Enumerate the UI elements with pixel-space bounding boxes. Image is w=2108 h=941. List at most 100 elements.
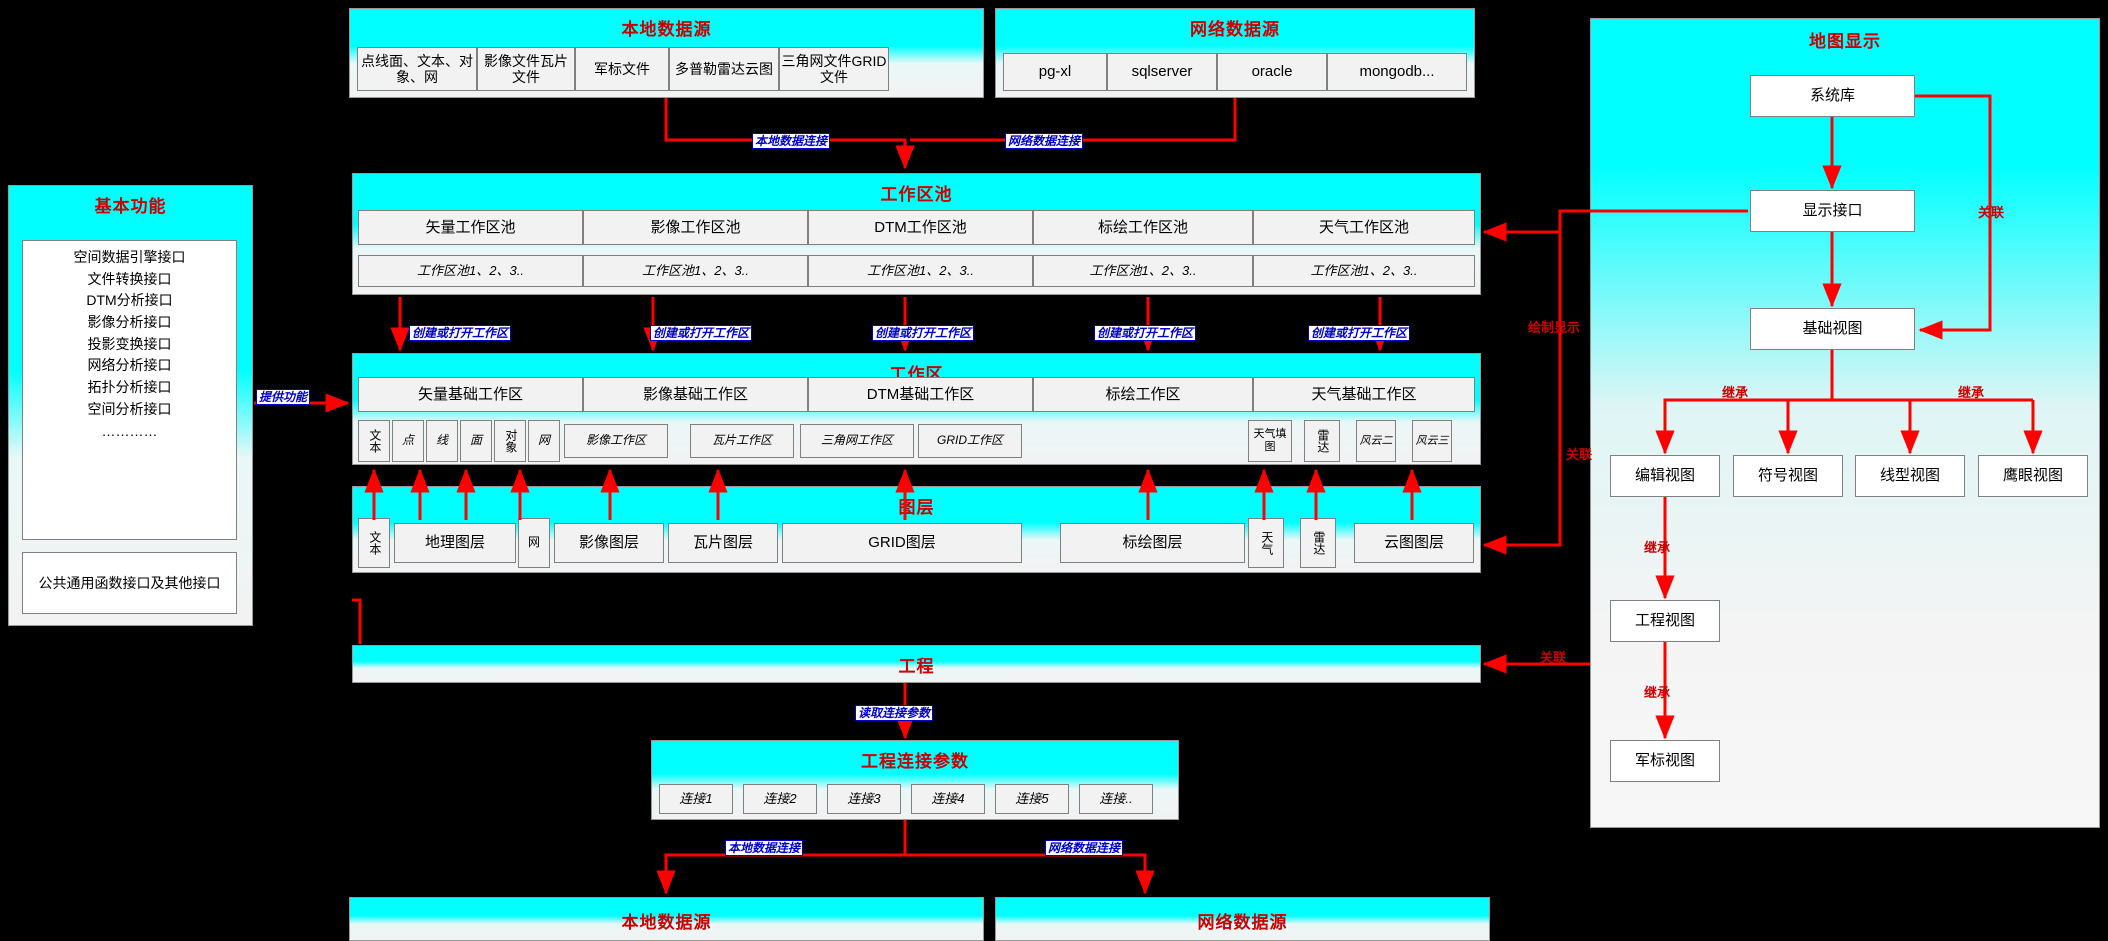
workarea-sub-tin[interactable]: 三角网工作区 <box>800 424 914 458</box>
workarea-sub-grid[interactable]: GRID工作区 <box>918 424 1022 458</box>
workarea-sub-net[interactable]: 网 <box>528 420 560 462</box>
workarea-sub-image[interactable]: 影像工作区 <box>564 424 668 458</box>
edge-label-create-open-4: 创建或打开工作区 <box>1308 325 1411 341</box>
bf-item-5: 网络分析接口 <box>87 357 172 374</box>
layer-grid[interactable]: GRID图层 <box>782 523 1022 563</box>
edge-label-inherit-2: 继承 <box>1958 385 1985 400</box>
workarea-item-4[interactable]: 天气基础工作区 <box>1253 377 1475 412</box>
workarea-sub-fy3[interactable]: 风云三 <box>1412 420 1452 462</box>
bf-item-7: 空间分析接口 <box>87 400 172 417</box>
layer-net[interactable]: 网 <box>518 518 550 568</box>
map-node-eagleeye-view[interactable]: 鹰眼视图 <box>1978 455 2088 497</box>
workarea-sub-text[interactable]: 文本 <box>358 420 390 462</box>
layer-radar[interactable]: 雷达 <box>1300 518 1336 568</box>
bf-item-8: ………… <box>101 422 158 439</box>
map-node-project-view[interactable]: 工程视图 <box>1610 600 1720 642</box>
bf-item-0: 空间数据引擎接口 <box>73 249 186 265</box>
edge-label-assoc-3: 关联 <box>1540 650 1567 665</box>
bf-item-3: 影像分析接口 <box>87 314 172 331</box>
net-source-item-1[interactable]: sqlserver <box>1107 53 1217 91</box>
edge-label-create-open-2: 创建或打开工作区 <box>872 325 975 341</box>
workarea-sub-tile[interactable]: 瓦片工作区 <box>690 424 794 458</box>
map-node-linetype-view[interactable]: 线型视图 <box>1855 455 1965 497</box>
local-source-item-1[interactable]: 影像文件瓦片文件 <box>477 47 575 91</box>
conn-item-2[interactable]: 连接3 <box>827 784 901 814</box>
local-source-item-3[interactable]: 多普勒雷达云图 <box>669 47 779 91</box>
group-title: 工程连接参数 <box>861 752 969 771</box>
layer-geo[interactable]: 地理图层 <box>394 523 516 563</box>
workpool-sub-3[interactable]: 工作区池1、2、3.. <box>1033 255 1253 287</box>
workpool-item-3[interactable]: 标绘工作区池 <box>1033 210 1253 245</box>
edge-label-net-conn-bottom: 网络数据连接 <box>1045 840 1124 856</box>
workarea-sub-fy2[interactable]: 风云二 <box>1356 420 1396 462</box>
group-title: 本地数据源 <box>621 913 712 932</box>
workarea-sub-weather-plot[interactable]: 天气填图 <box>1248 420 1292 462</box>
local-source-item-0[interactable]: 点线面、文本、对象、网 <box>357 47 477 91</box>
workarea-sub-radar[interactable]: 雷达 <box>1304 420 1340 462</box>
net-source-item-0[interactable]: pg-xl <box>1003 53 1107 91</box>
group-title: 网络数据源 <box>1197 913 1288 932</box>
group-title: 本地数据源 <box>621 20 712 39</box>
group-title: 基本功能 <box>94 197 167 216</box>
local-source-item-4[interactable]: 三角网文件GRID文件 <box>779 47 889 91</box>
workpool-item-0[interactable]: 矢量工作区池 <box>358 210 583 245</box>
workpool-sub-0[interactable]: 工作区池1、2、3.. <box>358 255 583 287</box>
edge-label-net-conn-top: 网络数据连接 <box>1005 133 1084 149</box>
map-node-edit-view[interactable]: 编辑视图 <box>1610 455 1720 497</box>
bf-item-4: 投影变换接口 <box>87 335 172 352</box>
workpool-sub-1[interactable]: 工作区池1、2、3.. <box>583 255 808 287</box>
edge-label-inherit-4: 继承 <box>1644 685 1671 700</box>
local-source-item-2[interactable]: 军标文件 <box>575 47 669 91</box>
map-node-display-interface[interactable]: 显示接口 <box>1750 190 1915 232</box>
map-node-military-view[interactable]: 军标视图 <box>1610 740 1720 782</box>
conn-item-4[interactable]: 连接5 <box>995 784 1069 814</box>
map-node-base-view[interactable]: 基础视图 <box>1750 308 1915 350</box>
edge-label-inherit-3: 继承 <box>1644 540 1671 555</box>
edge-label-provide-function: 提供功能 <box>256 389 311 405</box>
workpool-item-1[interactable]: 影像工作区池 <box>583 210 808 245</box>
edge-label-create-open-1: 创建或打开工作区 <box>650 325 753 341</box>
workarea-item-1[interactable]: 影像基础工作区 <box>583 377 808 412</box>
workpool-item-4[interactable]: 天气工作区池 <box>1253 210 1475 245</box>
layer-weather[interactable]: 天气 <box>1248 518 1284 568</box>
group-project: 工程 <box>352 645 1481 683</box>
bf-item-1: 文件转换接口 <box>87 270 172 287</box>
layer-plot[interactable]: 标绘图层 <box>1060 523 1245 563</box>
workarea-item-2[interactable]: DTM基础工作区 <box>808 377 1033 412</box>
layer-image[interactable]: 影像图层 <box>554 523 664 563</box>
edge-label-create-open-0: 创建或打开工作区 <box>409 325 512 341</box>
conn-item-5[interactable]: 连接.. <box>1079 784 1153 814</box>
workarea-sub-point[interactable]: 点 <box>392 420 424 462</box>
workarea-item-0[interactable]: 矢量基础工作区 <box>358 377 583 412</box>
edge-label-create-open-3: 创建或打开工作区 <box>1094 325 1197 341</box>
layer-cloud[interactable]: 云图图层 <box>1354 523 1474 563</box>
map-node-system-lib[interactable]: 系统库 <box>1750 75 1915 117</box>
workarea-item-3[interactable]: 标绘工作区 <box>1033 377 1253 412</box>
group-title: 工程 <box>898 656 935 676</box>
workarea-sub-line[interactable]: 线 <box>426 420 458 462</box>
group-net-data-source-bottom: 网络数据源 <box>995 897 1490 941</box>
workarea-sub-object[interactable]: 对象 <box>494 420 526 462</box>
basic-func-interface-list: 空间数据引擎接口 文件转换接口 DTM分析接口 影像分析接口 投影变换接口 网络… <box>22 240 237 540</box>
edge-label-inherit-1: 继承 <box>1722 385 1749 400</box>
net-source-item-2[interactable]: oracle <box>1217 53 1327 91</box>
conn-item-1[interactable]: 连接2 <box>743 784 817 814</box>
map-node-symbol-view[interactable]: 符号视图 <box>1733 455 1843 497</box>
workpool-item-2[interactable]: DTM工作区池 <box>808 210 1033 245</box>
net-source-item-3[interactable]: mongodb... <box>1327 53 1467 91</box>
conn-item-3[interactable]: 连接4 <box>911 784 985 814</box>
basic-func-common-interface[interactable]: 公共通用函数接口及其他接口 <box>22 552 237 614</box>
workpool-sub-4[interactable]: 工作区池1、2、3.. <box>1253 255 1475 287</box>
layer-tile[interactable]: 瓦片图层 <box>668 523 778 563</box>
workpool-sub-2[interactable]: 工作区池1、2、3.. <box>808 255 1033 287</box>
conn-item-0[interactable]: 连接1 <box>659 784 733 814</box>
edge-label-draw-display: 绘制显示 <box>1528 320 1581 335</box>
layer-text[interactable]: 文本 <box>358 518 390 568</box>
bf-item-6: 拓扑分析接口 <box>87 379 172 396</box>
workarea-sub-polygon[interactable]: 面 <box>460 420 492 462</box>
group-title: 地图显示 <box>1809 32 1881 51</box>
edge-label-assoc-2: 关联 <box>1566 447 1593 462</box>
group-local-data-source-bottom: 本地数据源 <box>349 897 984 941</box>
group-title: 工作区池 <box>880 185 953 204</box>
